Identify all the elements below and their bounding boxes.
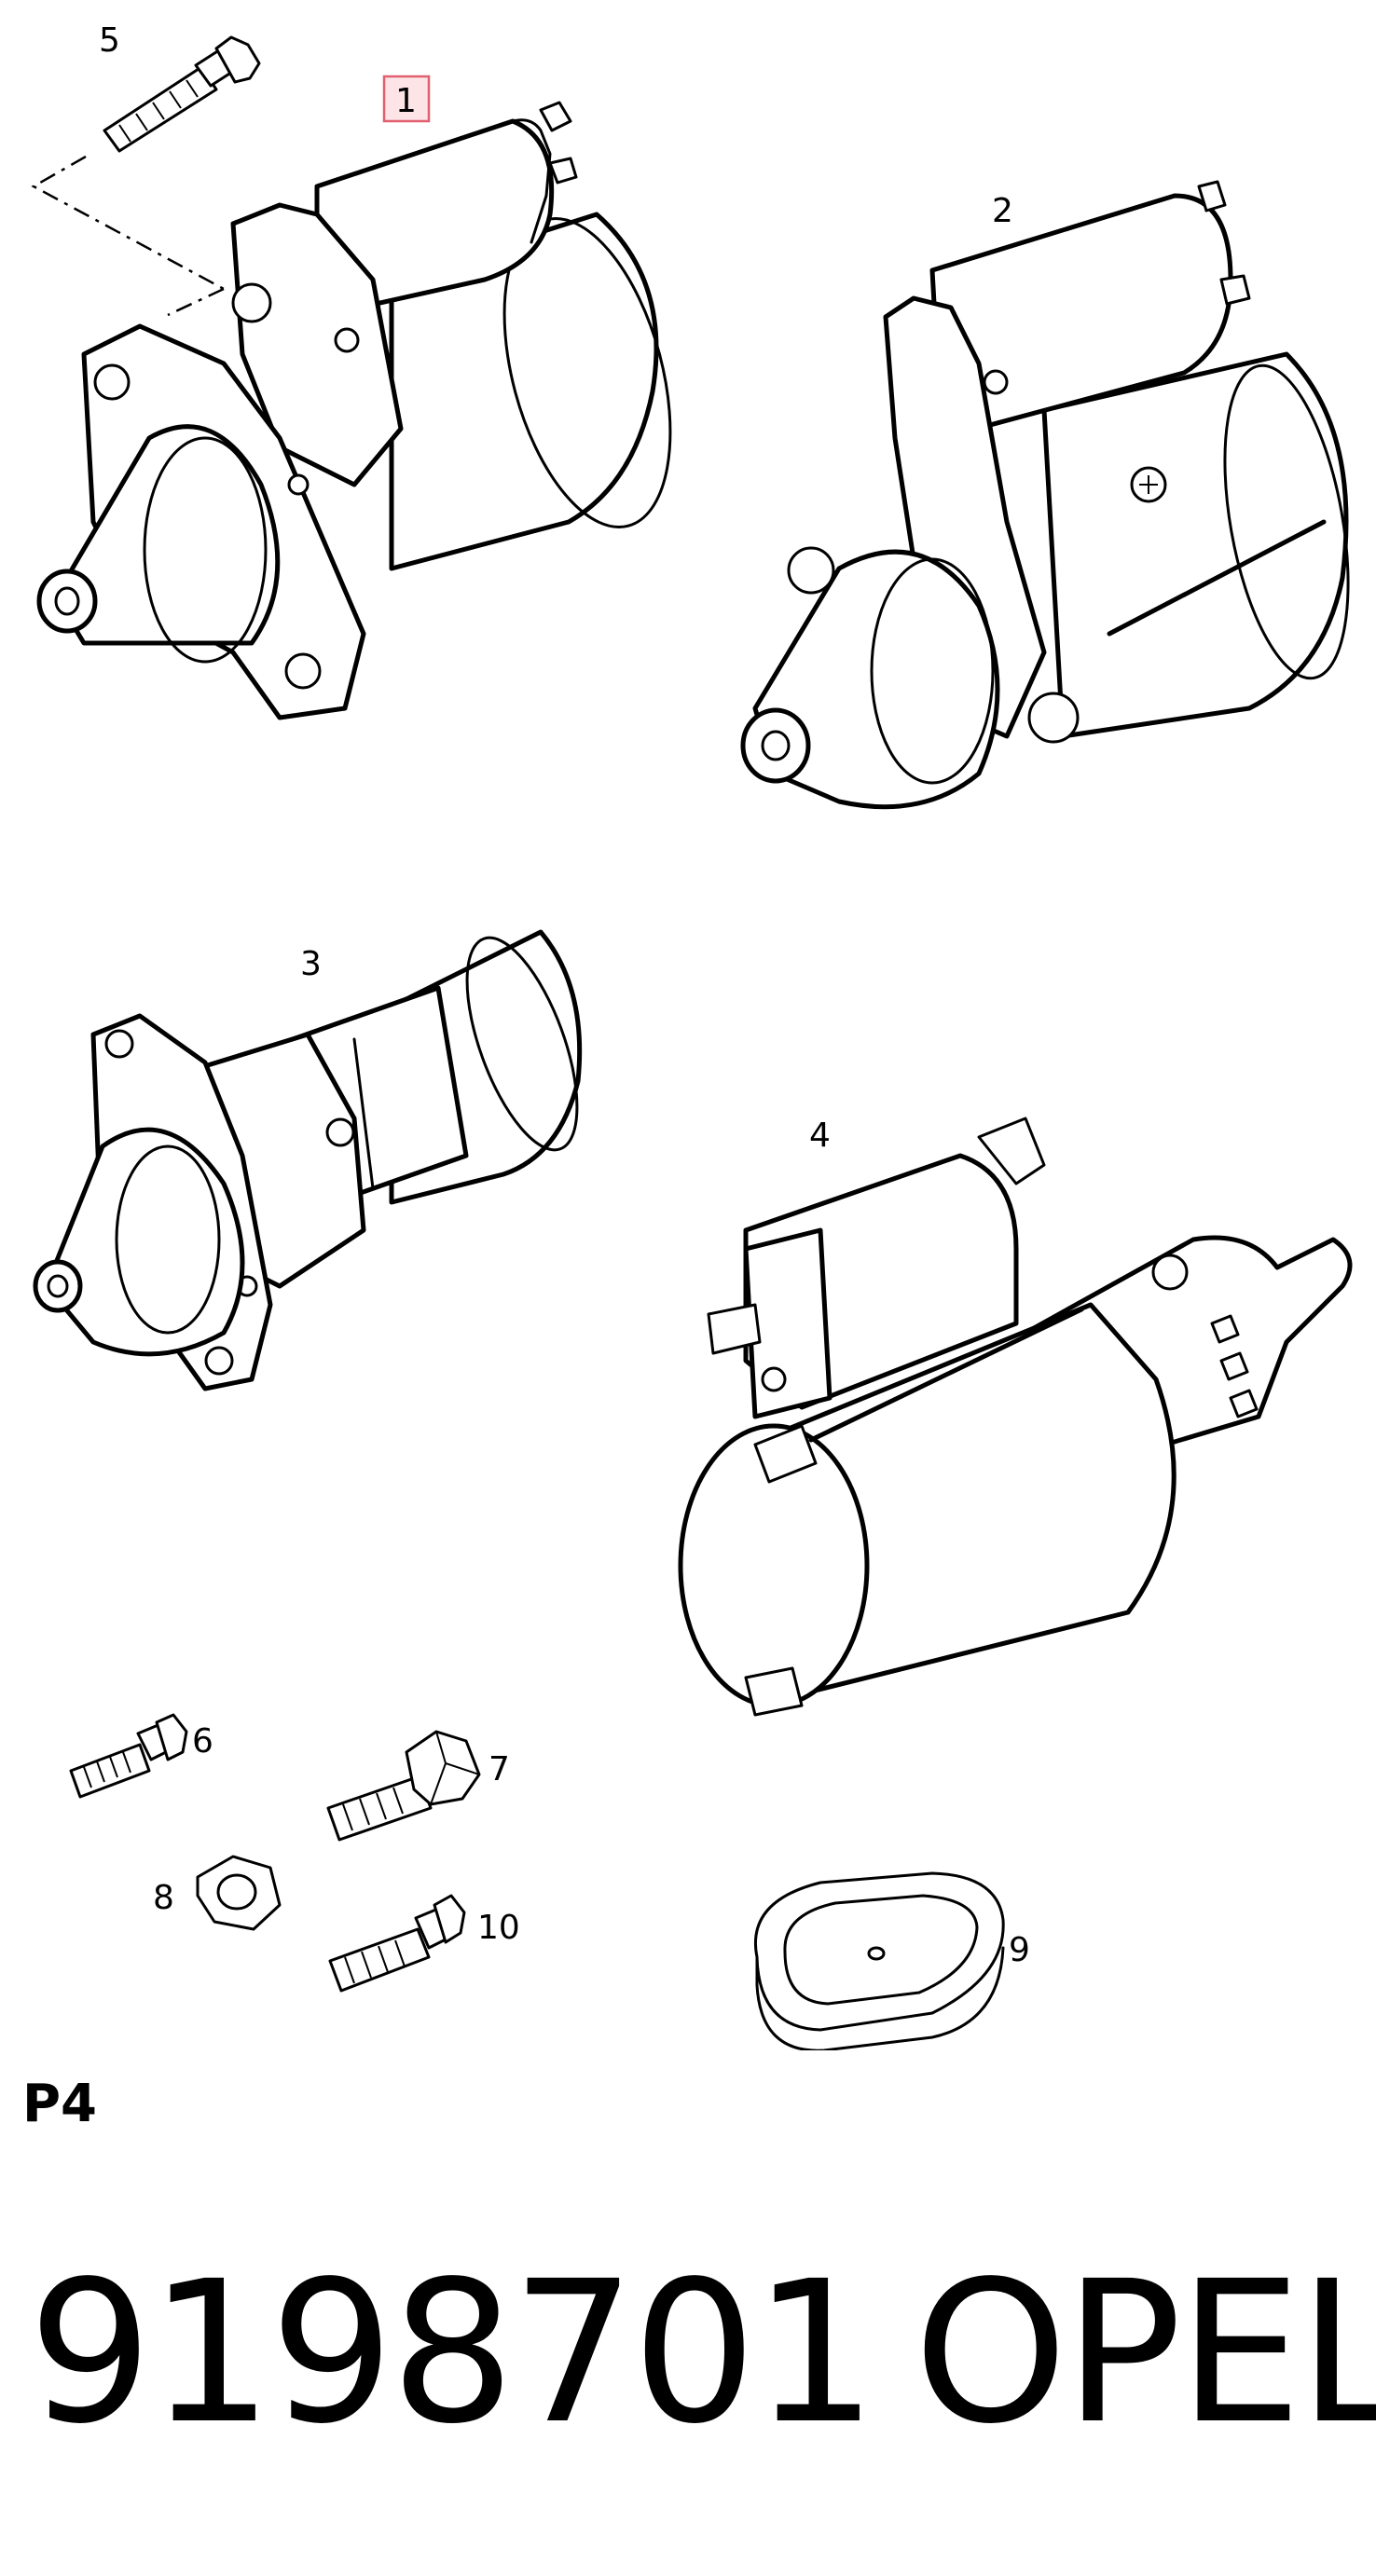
callout-4: 4 <box>809 1117 831 1155</box>
starter-motor-part-1[interactable] <box>36 101 700 720</box>
starter-motor-part-3[interactable] <box>33 925 599 1391</box>
starter-motor-part-4[interactable] <box>678 1117 1353 1717</box>
callout-1: 1 <box>395 82 417 120</box>
callout-8: 8 <box>153 1879 174 1917</box>
callout-6: 6 <box>192 1722 213 1761</box>
bolt-part-10[interactable] <box>328 1894 466 1993</box>
starter-motor-part-2[interactable] <box>740 180 1369 810</box>
callout-5: 5 <box>99 21 120 60</box>
callout-1-highlight[interactable]: 1 <box>382 75 431 123</box>
callout-3: 3 <box>300 945 322 983</box>
bolt-part-5[interactable] <box>103 35 261 153</box>
callout-2: 2 <box>992 192 1013 230</box>
grommet-part-9[interactable] <box>754 1871 1005 2050</box>
callout-9: 9 <box>1009 1931 1030 1969</box>
callout-7: 7 <box>488 1750 510 1788</box>
bolt-part-7[interactable] <box>326 1730 481 1842</box>
brand-name: OPEL <box>914 2239 1376 2467</box>
leader-dashed <box>31 155 225 317</box>
bolt-part-6[interactable] <box>69 1713 188 1799</box>
page-label: P4 <box>22 2074 98 2134</box>
callout-10: 10 <box>477 1909 520 1947</box>
parts-diagram: 5 1 <box>31 21 1369 2050</box>
part-number: 9198701 <box>28 2239 877 2467</box>
nut-part-8[interactable] <box>196 1855 282 1931</box>
